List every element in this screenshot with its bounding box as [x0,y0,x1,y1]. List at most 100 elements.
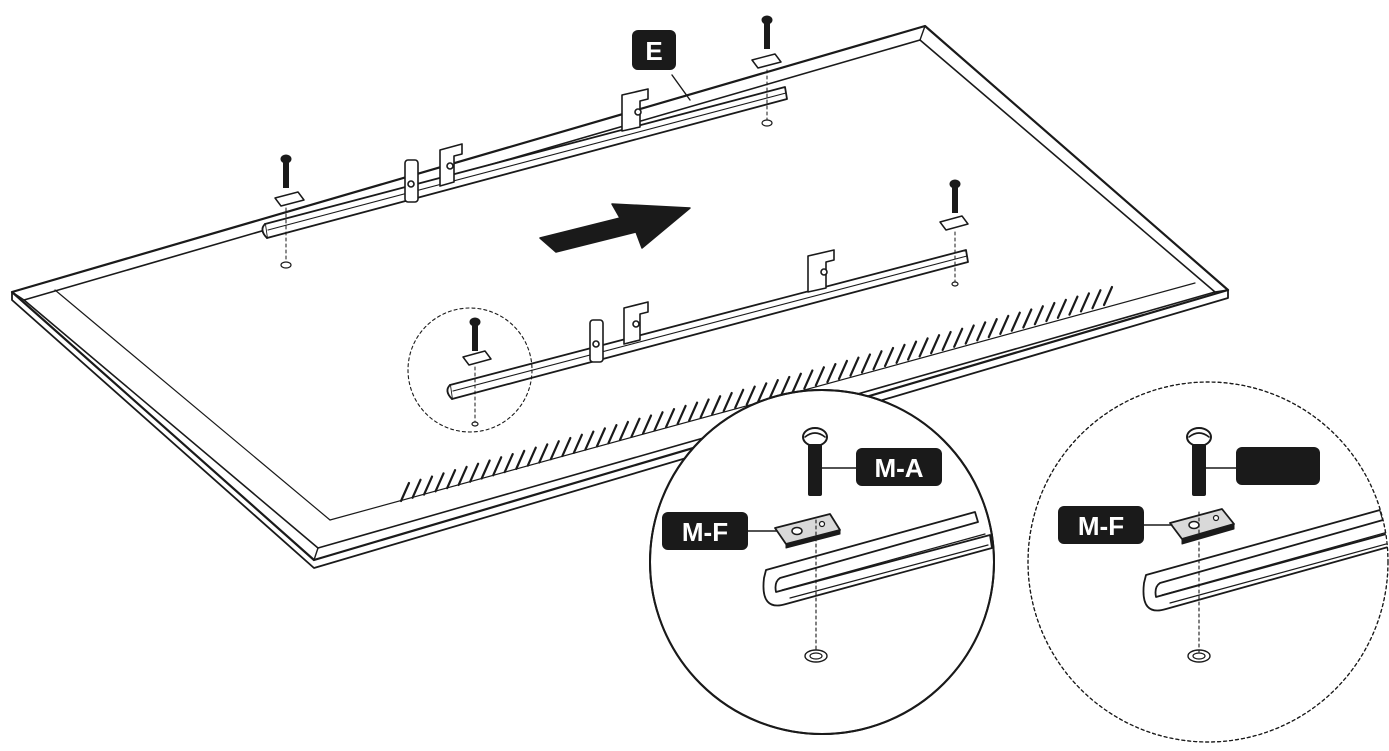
vent-slot [1056,298,1068,319]
vent-slot [1022,308,1033,329]
vent-slot [480,459,491,480]
vent-slot [837,359,849,381]
vent-slot [688,401,699,422]
lower-rail-assembly [407,179,969,433]
washer-part-label [662,512,748,550]
upper-rail [261,86,788,239]
vent-slot [422,475,434,496]
washer-part-label-right [1058,506,1144,544]
vent-slot [1079,292,1091,313]
vent-slot [653,411,664,432]
upper-rail-assembly: E [261,15,788,269]
vent-slot [953,327,964,348]
vent-slot [930,334,941,355]
vent-slot [1091,289,1102,310]
vent-slot [515,449,526,470]
vent-slot [676,404,687,425]
vent-slot [1033,305,1044,326]
rail-hook [807,249,835,293]
zoom-detail-left: M-A M-F [649,389,995,735]
vent-slot [641,414,653,435]
washer-icon [1169,508,1235,545]
vent-slot [457,465,468,487]
vent-slot [999,314,1010,336]
vent-slot [699,398,710,419]
washer-icon [939,215,969,231]
vent-slot [711,395,722,416]
vent-slot [503,452,514,474]
vent-slot [1045,301,1056,323]
vent-slot [872,350,883,371]
vent-slot [572,433,583,454]
vent-slot [445,469,457,490]
vent-slot [745,385,756,406]
vent-slot [803,369,814,390]
lower-rail [446,249,969,400]
vent-slot [469,462,480,483]
zoom-detail-right: M-F [1027,381,1389,743]
vent-slot [734,388,745,409]
rail-hook [404,159,419,203]
washer-icon [274,191,305,207]
detail-callout-ring [407,307,533,433]
vent-slot [561,436,572,458]
screw-icon [280,154,292,188]
vent-slot [964,324,975,345]
washer-part-label-right-text: M-F [1078,511,1124,541]
screw-icon [949,179,961,213]
vent-slot [630,417,641,438]
washer-icon [751,53,782,69]
vent-slot [584,430,595,451]
rail-hook [589,319,604,363]
screw-part-label-text: M-A [874,453,923,483]
rail-hook [623,301,649,345]
vent-slot [538,443,549,464]
vent-slot [1102,285,1114,307]
vent-slots [399,285,1114,503]
rail-hook [439,143,463,187]
rail-hook [621,88,649,132]
vent-slot [849,356,860,377]
vent-slot [768,379,779,400]
vent-slot [918,337,929,358]
rail-part-label-text: E [645,36,662,66]
vent-slot [492,456,503,477]
screw-icon [761,15,773,49]
vent-slot [895,343,906,364]
vent-slot [780,375,791,397]
vent-slot [941,330,952,352]
vent-slot [757,382,768,403]
vent-slot [826,363,837,384]
vent-slot [549,440,560,461]
vent-slot [434,472,445,493]
vent-slot [664,407,676,429]
right-arrow-icon [539,203,691,253]
vent-slot [883,346,895,368]
vent-slot [722,391,733,413]
vent-slot [399,481,411,503]
vent-slot [987,318,998,339]
washer-part-label-text: M-F [682,517,728,547]
vent-slot [906,340,918,361]
screw-part-label-right [1236,447,1320,485]
vent-slot [860,353,872,374]
screw-part-label [856,448,942,486]
vent-slot [607,424,618,445]
vent-slot [1068,295,1079,316]
vent-slot [411,478,422,499]
vent-slot [526,446,537,467]
rail-part-label [632,30,676,70]
washer-icon [774,513,841,549]
vent-slot [618,420,630,442]
screw-icon [469,317,481,351]
rail-profile [1142,509,1388,612]
vent-slot [595,427,607,448]
screw-icon [802,427,828,496]
vent-slot [791,372,802,393]
vent-slot [976,321,987,342]
washer-icon [462,350,492,366]
vent-slot [814,366,825,387]
screw-icon [1186,427,1212,496]
